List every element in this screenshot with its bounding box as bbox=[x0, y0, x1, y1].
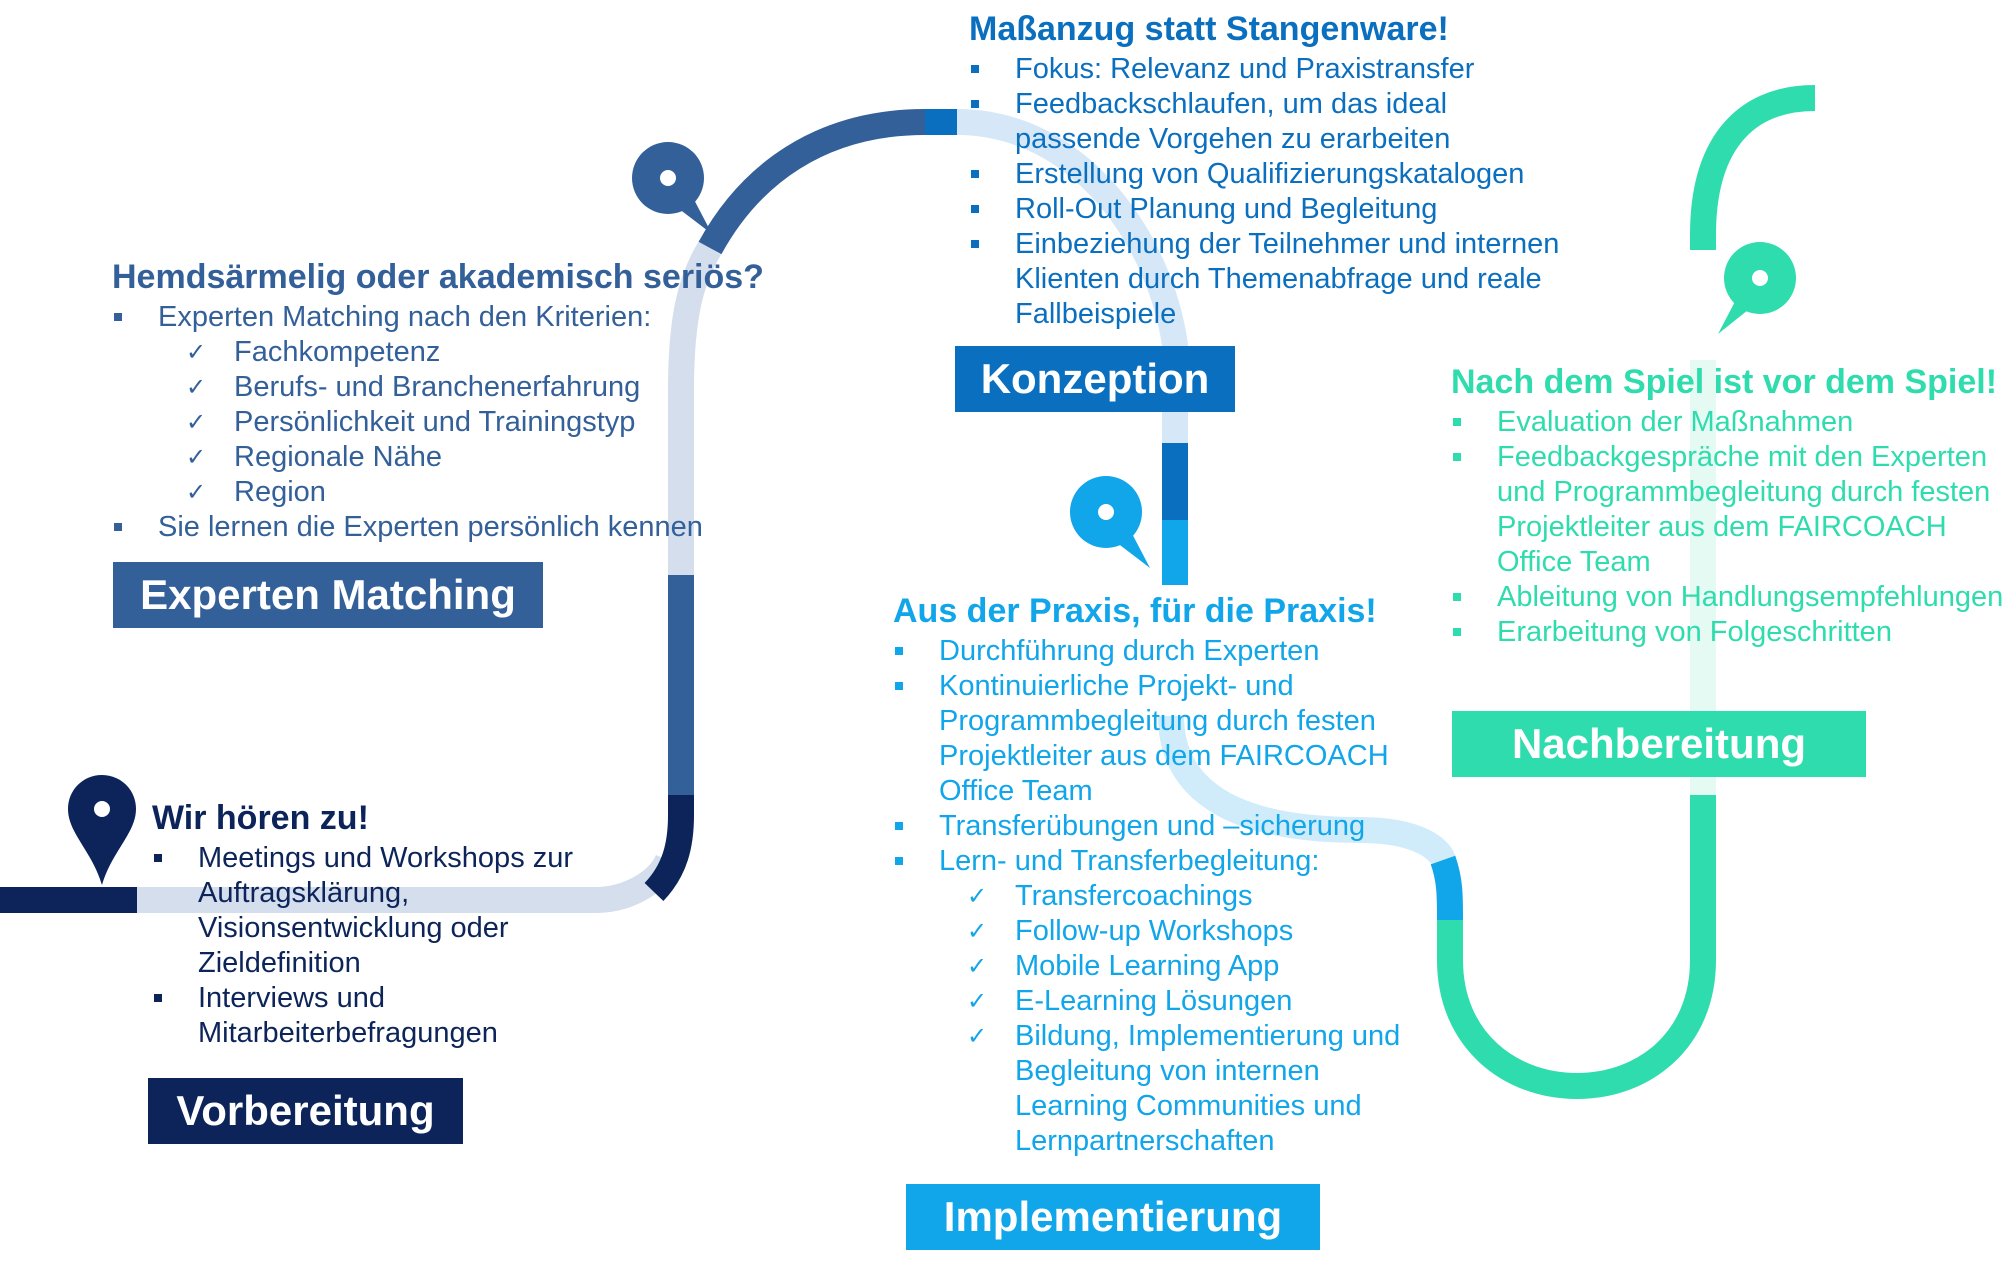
list-item: Transferübungen und –sicherung bbox=[893, 809, 1423, 844]
list-item: Erstellung von Qualifizierungskatalogen bbox=[969, 157, 1579, 192]
experten-matching-list: Experten Matching nach den Kriterien: ✓F… bbox=[112, 300, 772, 545]
list-item: Ableitung von Handlungsempfehlungen bbox=[1451, 580, 2006, 615]
road-dark-implementierung-curve bbox=[1430, 855, 1463, 921]
checkmark-icon: ✓ bbox=[967, 917, 988, 945]
checkmark-icon: ✓ bbox=[967, 882, 988, 910]
checkmark-icon: ✓ bbox=[967, 987, 988, 1015]
road-dark-nachbereitung-top bbox=[1690, 85, 1816, 250]
checkmark-icon: ✓ bbox=[186, 478, 207, 506]
nachbereitung-heading: Nach dem Spiel ist vor dem Spiel! bbox=[1451, 363, 1998, 401]
checkmark-icon: ✓ bbox=[186, 443, 207, 471]
road-dark-nachbereitung-u bbox=[1437, 795, 1716, 1100]
konzeption-label: Konzeption bbox=[955, 346, 1235, 412]
transfer-list: ✓Transfercoachings ✓Follow-up Workshops … bbox=[939, 879, 1423, 1159]
list-item-label: Lern- und Transferbegleitung: bbox=[939, 845, 1320, 877]
road-light-implementierung bbox=[1158, 715, 1456, 866]
criteria-item: ✓Persönlichkeit und Trainingstyp bbox=[186, 406, 636, 438]
criteria-list: ✓Fachkompetenz ✓Berufs- und Branchenerfa… bbox=[158, 335, 772, 510]
list-item: Sie lernen die Experten persönlich kenne… bbox=[112, 510, 772, 545]
vorbereitung-label: Vorbereitung bbox=[148, 1078, 463, 1144]
road-light-konzeption bbox=[956, 109, 1188, 443]
experten-matching-label: Experten Matching bbox=[113, 562, 543, 628]
list-item: Meetings und Workshops zur Auftragskläru… bbox=[152, 841, 622, 981]
location-pin-icon bbox=[68, 775, 136, 885]
checkmark-icon: ✓ bbox=[967, 952, 988, 980]
implementierung-label: Implementierung bbox=[906, 1184, 1320, 1250]
location-pin-icon bbox=[632, 142, 712, 234]
implementierung-list: Durchführung durch Experten Kontinuierli… bbox=[893, 634, 1423, 1159]
list-item: Feedbackgespräche mit den Experten und P… bbox=[1451, 440, 2006, 580]
road-light-experten bbox=[668, 241, 722, 575]
nachbereitung-text: Nach dem Spiel ist vor dem Spiel! Evalua… bbox=[1451, 361, 2006, 650]
list-item: Fokus: Relevanz und Praxistransfer bbox=[969, 52, 1579, 87]
checkmark-icon: ✓ bbox=[186, 373, 207, 401]
criteria-item: ✓Fachkompetenz bbox=[186, 336, 441, 368]
transfer-item: ✓Bildung, Implementierung und Begleitung… bbox=[967, 1020, 1401, 1157]
vorbereitung-heading: Wir hören zu! bbox=[152, 799, 369, 837]
transfer-item: ✓E-Learning Lösungen bbox=[967, 985, 1293, 1017]
road-dark-start bbox=[0, 887, 137, 913]
nachbereitung-list: Evaluation der Maßnahmen Feedbackgespräc… bbox=[1451, 405, 2006, 650]
list-item: Kontinuierliche Projekt- und Programmbeg… bbox=[893, 669, 1423, 809]
checkmark-icon: ✓ bbox=[186, 408, 207, 436]
criteria-item: ✓Region bbox=[186, 476, 326, 508]
list-item: Evaluation der Maßnahmen bbox=[1451, 405, 2006, 440]
criteria-item: ✓Regionale Nähe bbox=[186, 441, 442, 473]
list-item: Feedbackschlaufen, um das ideal passende… bbox=[969, 87, 1579, 157]
criteria-item: ✓Berufs- und Branchenerfahrung bbox=[186, 371, 641, 403]
checkmark-icon: ✓ bbox=[186, 338, 207, 366]
konzeption-text: Maßanzug statt Stangenware! Fokus: Relev… bbox=[969, 8, 1579, 332]
list-item: Durchführung durch Experten bbox=[893, 634, 1423, 669]
list-item: Lern- und Transferbegleitung: ✓Transferc… bbox=[893, 844, 1423, 1159]
list-item: Experten Matching nach den Kriterien: ✓F… bbox=[112, 300, 772, 510]
vorbereitung-list: Meetings und Workshops zur Auftragskläru… bbox=[152, 841, 622, 1051]
experten-matching-heading: Hemdsärmelig oder akademisch seriös? bbox=[112, 258, 764, 296]
location-pin-icon bbox=[1718, 242, 1796, 334]
konzeption-heading: Maßanzug statt Stangenware! bbox=[969, 10, 1449, 48]
checkmark-icon: ✓ bbox=[967, 1022, 988, 1050]
implementierung-text: Aus der Praxis, für die Praxis! Durchfüh… bbox=[893, 590, 1423, 1159]
transfer-item: ✓Mobile Learning App bbox=[967, 950, 1280, 982]
list-item-label: Experten Matching nach den Kriterien: bbox=[158, 301, 652, 333]
road-dark-vorbereitung bbox=[644, 795, 694, 901]
nachbereitung-label: Nachbereitung bbox=[1452, 711, 1866, 777]
vorbereitung-text: Wir hören zu! Meetings und Workshops zur… bbox=[152, 797, 622, 1051]
list-item: Erarbeitung von Folgeschritten bbox=[1451, 615, 2006, 650]
implementierung-heading: Aus der Praxis, für die Praxis! bbox=[893, 592, 1377, 630]
list-item: Einbeziehung der Teilnehmer und internen… bbox=[969, 227, 1579, 332]
transfer-item: ✓Follow-up Workshops bbox=[967, 915, 1294, 947]
konzeption-list: Fokus: Relevanz und Praxistransfer Feedb… bbox=[969, 52, 1579, 332]
road-dark-experten-upper bbox=[698, 109, 926, 255]
experten-matching-text: Hemdsärmelig oder akademisch seriös? Exp… bbox=[112, 256, 772, 545]
location-pin-icon bbox=[1070, 476, 1150, 568]
list-item: Interviews und Mitarbeiterbefragungen bbox=[152, 981, 622, 1051]
transfer-item: ✓Transfercoachings bbox=[967, 880, 1253, 912]
list-item: Roll-Out Planung und Begleitung bbox=[969, 192, 1579, 227]
